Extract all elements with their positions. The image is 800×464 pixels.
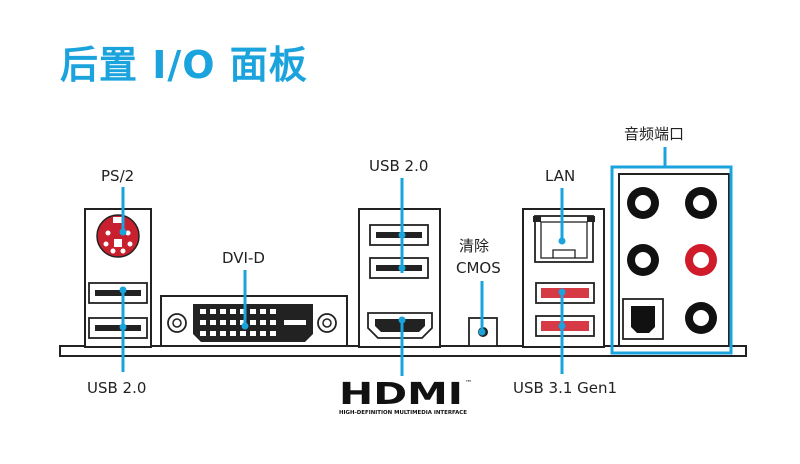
label-usb20-left: USB 2.0 (87, 379, 146, 397)
audio-jack-2 (685, 187, 717, 219)
optical-spdif-port (622, 298, 664, 340)
ps2-usb-stack (84, 208, 152, 348)
audio-block (618, 173, 730, 347)
hdmi-trademark: ™ (465, 379, 472, 387)
label-clear-cmos-line1: 清除 (459, 237, 489, 255)
label-dvi-d: DVI-D (222, 249, 265, 267)
audio-jack-5 (685, 302, 717, 334)
audio-jack-4-red (685, 244, 717, 276)
callout-lines (121, 147, 733, 376)
hdmi-port (367, 312, 433, 339)
usb20-left-port-1 (88, 282, 148, 304)
label-clear-cmos-line2: CMOS (456, 259, 501, 277)
page-title: 后置 I/O 面板 (60, 43, 308, 87)
hdmi-logo-text: HDMI (339, 377, 463, 412)
label-audio-ports: 音频端口 (624, 125, 684, 143)
audio-highlight-box (610, 165, 733, 355)
label-lan: LAN (545, 167, 575, 185)
label-ps2: PS/2 (101, 167, 134, 185)
label-usb20-top: USB 2.0 (369, 157, 428, 175)
label-usb31-gen1: USB 3.1 Gen1 (513, 379, 617, 397)
callout-dot-ps2 (119, 228, 127, 236)
hdmi-logo: HDMI ™ HIGH-DEFINITION MULTIMEDIA INTERF… (339, 377, 472, 416)
dvi-d-port (160, 295, 348, 347)
audio-jack-3 (627, 244, 659, 276)
hdmi-tagline: HIGH-DEFINITION MULTIMEDIA INTERFACE (339, 410, 467, 416)
usb20-left-port-2 (88, 317, 148, 339)
ps2-port (96, 214, 140, 258)
usb-hdmi-stack (358, 208, 441, 348)
audio-jack-1 (627, 187, 659, 219)
